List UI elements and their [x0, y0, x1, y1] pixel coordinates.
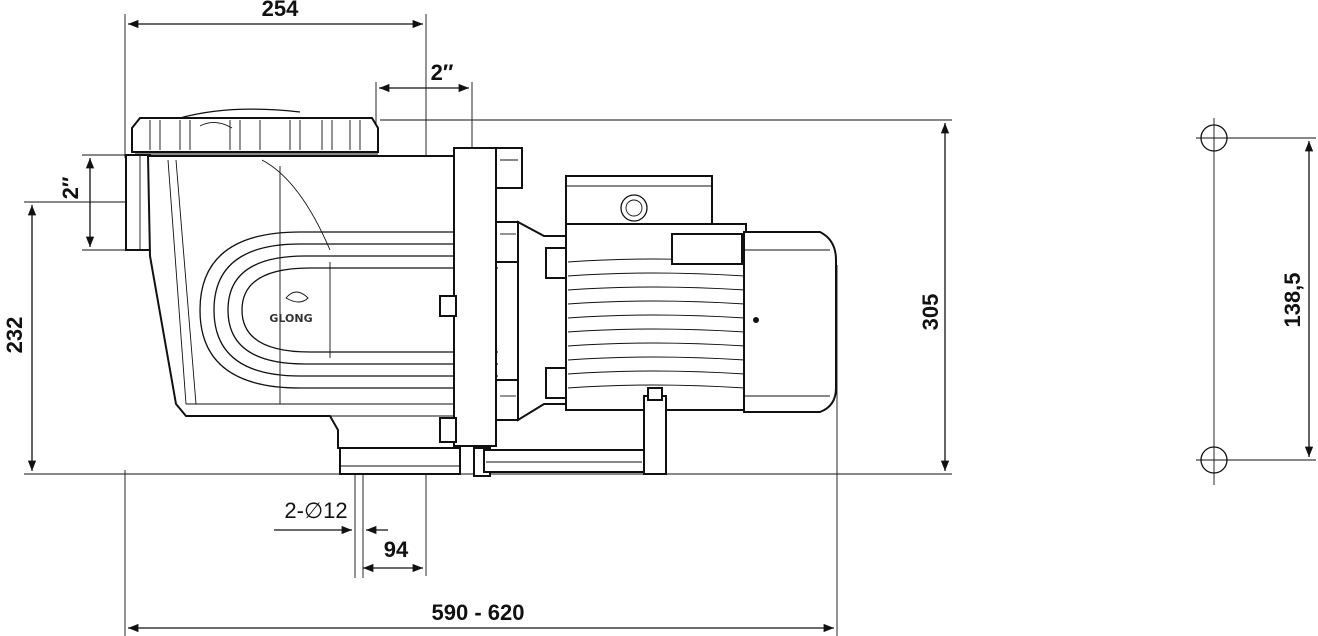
pump-ribs — [199, 231, 498, 389]
adaptor-bolt — [545, 247, 569, 279]
motor-body — [565, 223, 747, 411]
dim-label-inlet: 2″ — [58, 176, 83, 199]
dim-label-232: 232 — [2, 317, 27, 354]
motor-base — [339, 387, 667, 475]
dim-overall-height: 305 — [918, 122, 950, 471]
dim-mount-holes: 2-∅12 — [274, 470, 388, 578]
dim-label-94: 94 — [384, 537, 409, 562]
dim-label-138-5: 138,5 — [1280, 272, 1305, 327]
dim-label-holes: 2-∅12 — [284, 498, 347, 523]
adaptor-bolt — [545, 367, 569, 399]
dim-outlet-size: 2″ — [375, 60, 473, 150]
fan-cover — [743, 231, 837, 413]
crosshair-icon — [1200, 124, 1228, 152]
screw-icon — [753, 317, 759, 323]
dim-label-254: 254 — [262, 0, 299, 21]
logo-text: GLONG — [269, 312, 312, 325]
brand-logo: GLONG — [269, 291, 313, 325]
dim-inlet-height: 232 — [2, 201, 130, 471]
pump-strainer-housing — [125, 108, 461, 449]
dim-label-305: 305 — [918, 294, 943, 331]
dim-top-width: 254 — [124, 0, 427, 576]
crosshair-icon — [1200, 446, 1228, 474]
pump-flange — [439, 147, 523, 477]
dim-label-length: 590 - 620 — [432, 600, 525, 625]
dim-label-outlet: 2″ — [431, 60, 454, 85]
mount-hole-view: 138,5 — [1196, 118, 1316, 485]
terminal-box — [565, 175, 713, 227]
dim-foot-offset: 94 — [363, 537, 423, 573]
